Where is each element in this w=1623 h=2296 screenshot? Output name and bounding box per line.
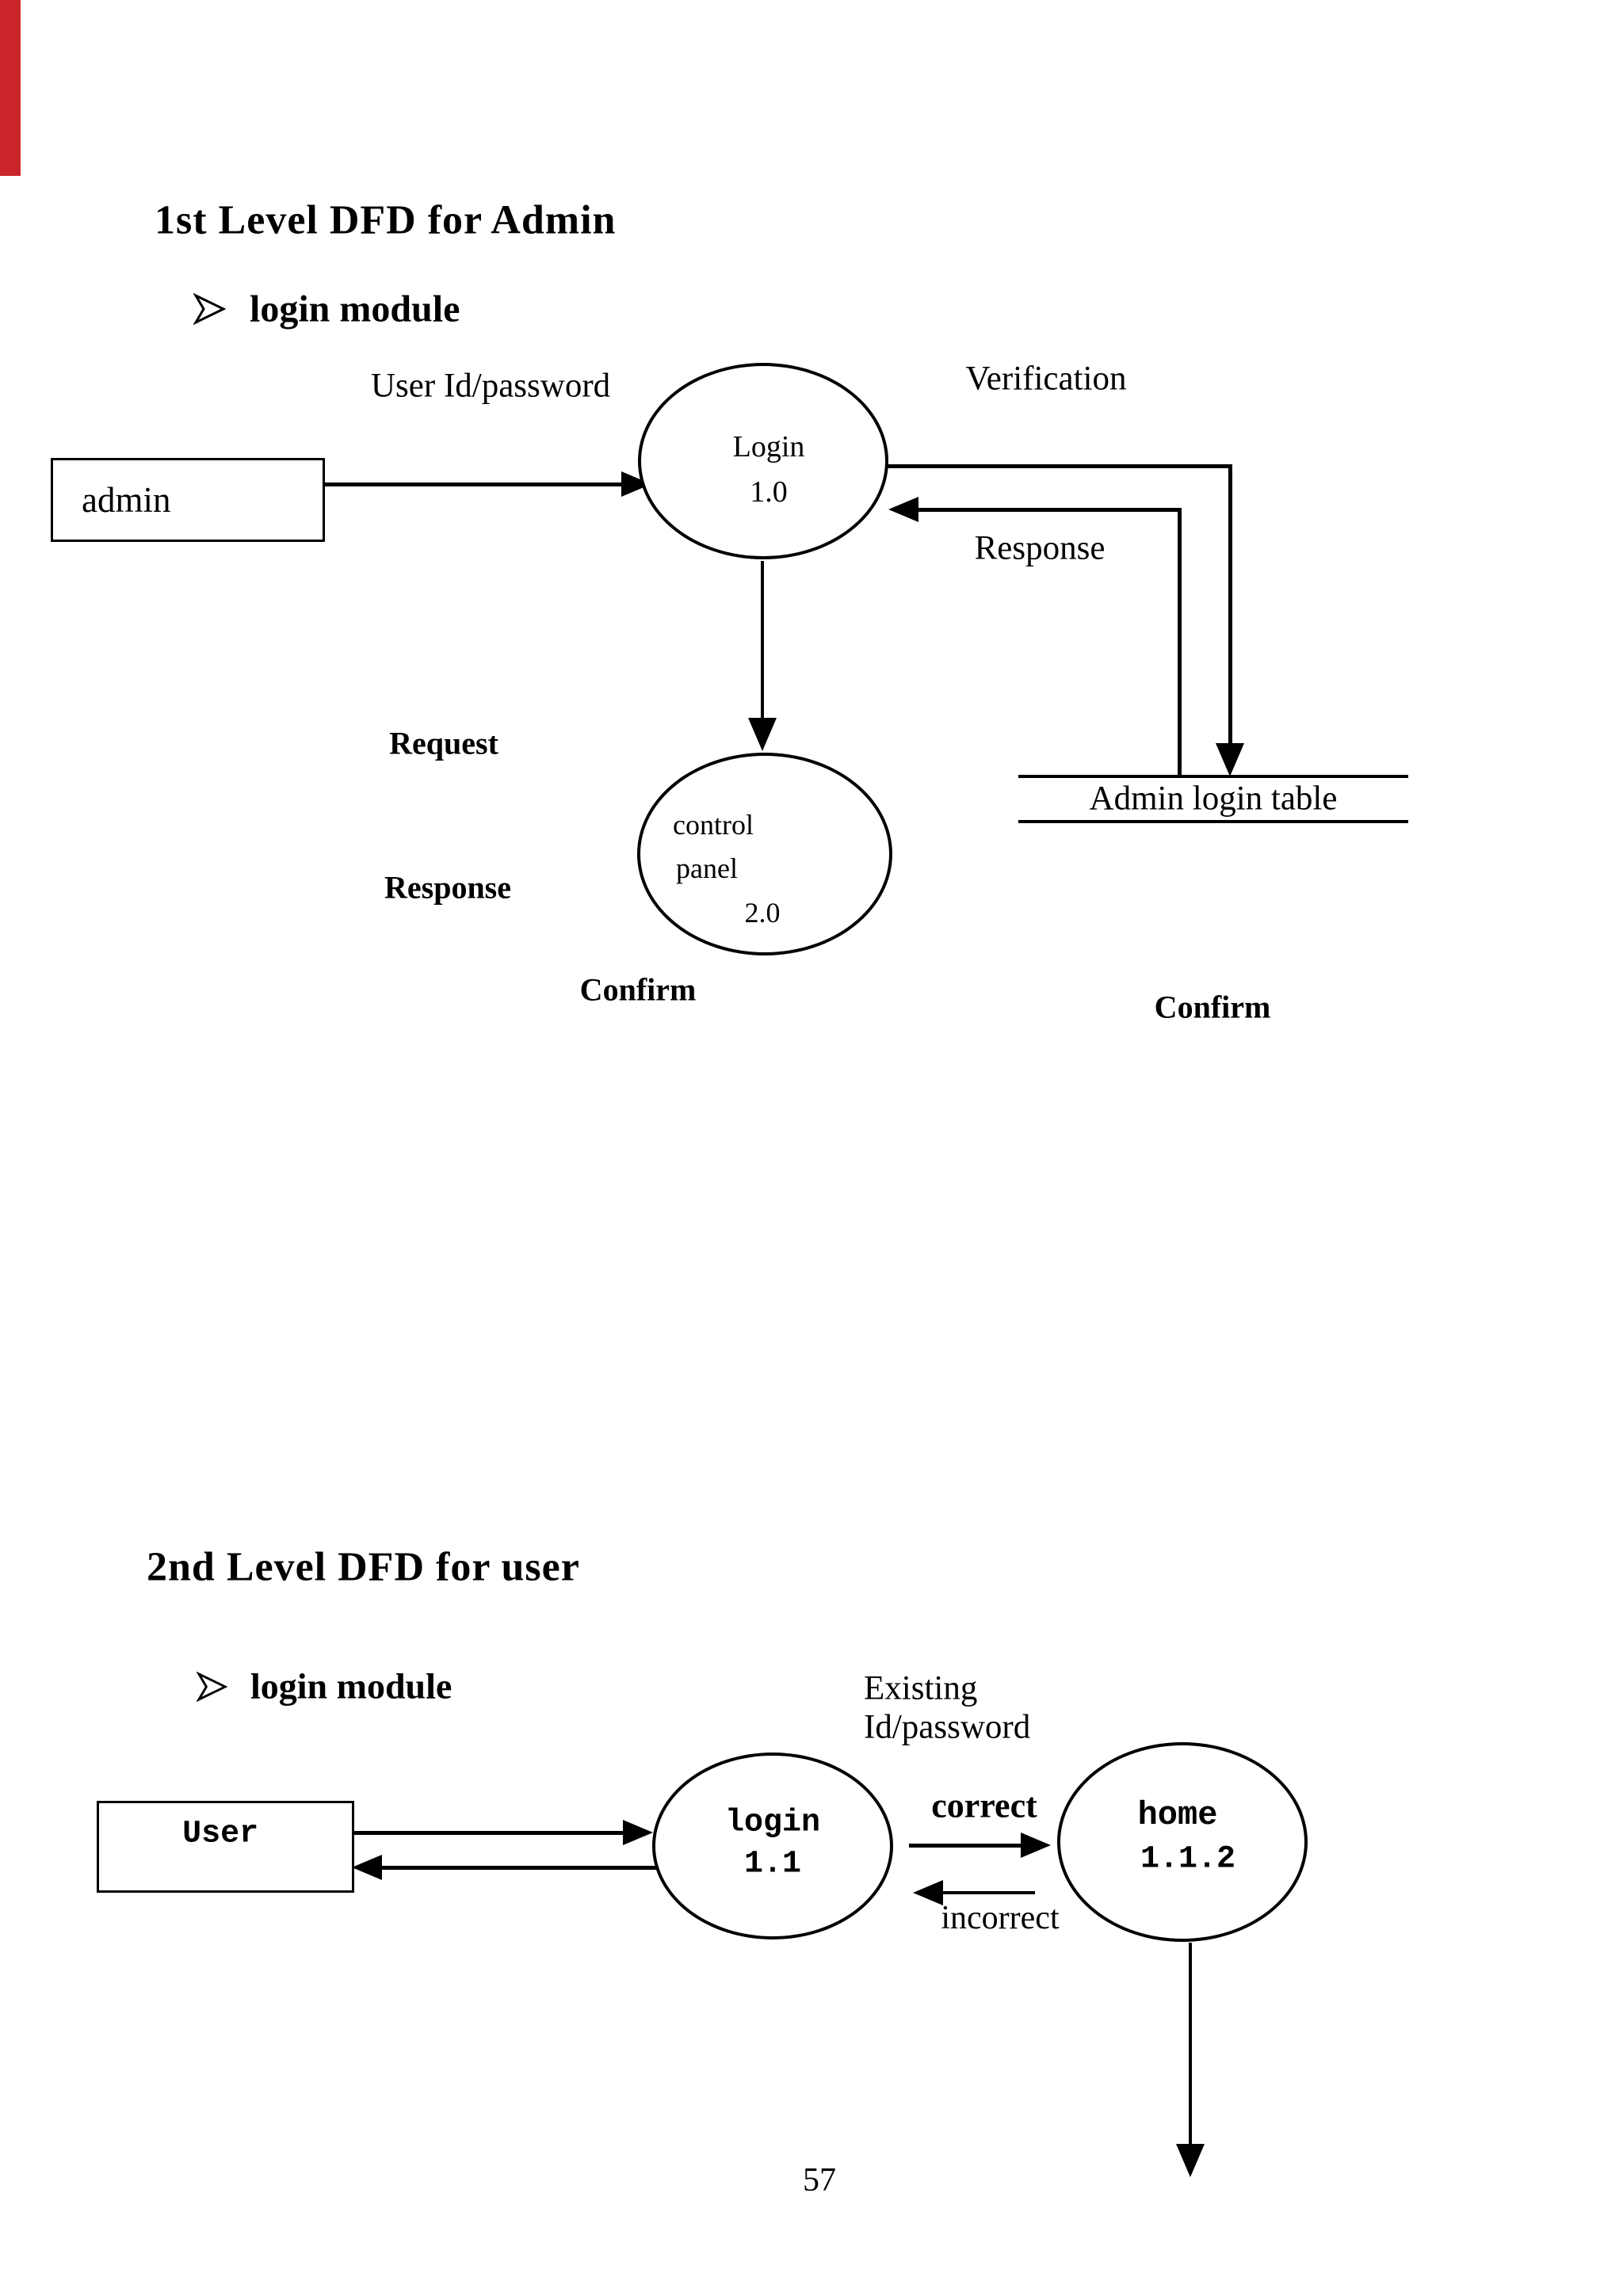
process-control-panel: [637, 753, 892, 955]
arrowhead-response-to-login: [888, 497, 918, 522]
process-login-1-0-number: 1.0: [750, 475, 788, 509]
process-home-name: home: [1137, 1796, 1218, 1834]
arrow-bullet-icon: [193, 293, 227, 329]
section2-bullet-label: login module: [250, 1665, 453, 1707]
arrowhead-user-to-login: [623, 1820, 653, 1845]
flow-line-home-down: [1189, 1943, 1192, 2145]
datastore-bottom-line: [1018, 820, 1408, 823]
flow-label-verification: Verification: [965, 360, 1127, 398]
arrowhead-verification-to-table: [1216, 743, 1244, 776]
flow-line-response-v: [1178, 508, 1182, 776]
flow-line-correct: [909, 1844, 1023, 1848]
flow-line-incorrect: [941, 1891, 1035, 1894]
arrowhead-login-to-user: [352, 1855, 382, 1880]
arrowhead-login-to-control: [748, 718, 777, 751]
datastore-top-line: [1018, 775, 1408, 778]
label-response-bold: Response: [384, 869, 512, 906]
process-login-1-1: [652, 1753, 893, 1939]
arrowhead-correct-to-home: [1021, 1833, 1051, 1858]
process-login-1-0-name: Login: [732, 430, 805, 463]
flow-line-verification-v: [1228, 464, 1232, 745]
process-login-1-0: [638, 363, 888, 559]
section1-bullet-label: login module: [250, 288, 460, 330]
process-login-1-1-name: login: [724, 1805, 821, 1841]
flow-line-user-to-login: [354, 1831, 625, 1835]
arrowhead-home-down: [1176, 2144, 1205, 2177]
process-home-1-1-2: [1057, 1742, 1308, 1942]
flow-label-response: Response: [974, 529, 1106, 567]
flow-line-admin-to-login: [325, 482, 623, 486]
datastore-label: Admin login table: [1089, 780, 1338, 818]
flow-label-correct: correct: [931, 1786, 1037, 1825]
flow-line-verification-h: [886, 464, 1232, 468]
process-control-line2: panel: [676, 852, 738, 884]
entity-admin-label: admin: [82, 480, 171, 520]
entity-user-box: User: [97, 1801, 354, 1893]
flow-label-existing-line1: Existing: [864, 1669, 978, 1707]
flow-label-existing-line2: Id/password: [864, 1708, 1031, 1746]
entity-user-label: User: [182, 1816, 259, 1852]
label-request: Request: [389, 725, 498, 761]
label-confirm-right: Confirm: [1154, 989, 1271, 1025]
process-home-number: 1.1.2: [1140, 1841, 1236, 1878]
process-login-1-1-number: 1.1: [743, 1846, 802, 1882]
arrowhead-incorrect-to-login: [913, 1880, 943, 1905]
flow-line-login-to-control: [761, 561, 764, 719]
entity-admin-box: admin: [51, 458, 325, 542]
section2-heading: 2nd Level DFD for user: [147, 1544, 580, 1590]
process-control-number: 2.0: [744, 897, 781, 929]
section1-heading: 1st Level DFD for Admin: [155, 197, 617, 243]
page-number: 57: [803, 2162, 836, 2199]
flow-line-response-h: [913, 508, 1182, 512]
label-confirm-left: Confirm: [579, 971, 697, 1008]
flow-label-user-id-password: User Id/password: [371, 367, 611, 405]
red-margin-bar: [0, 0, 21, 176]
flow-line-login-to-user: [379, 1866, 663, 1870]
flow-label-incorrect: incorrect: [941, 1900, 1060, 1936]
process-control-line1: control: [673, 809, 754, 841]
arrow-bullet-icon: [197, 1672, 228, 1706]
